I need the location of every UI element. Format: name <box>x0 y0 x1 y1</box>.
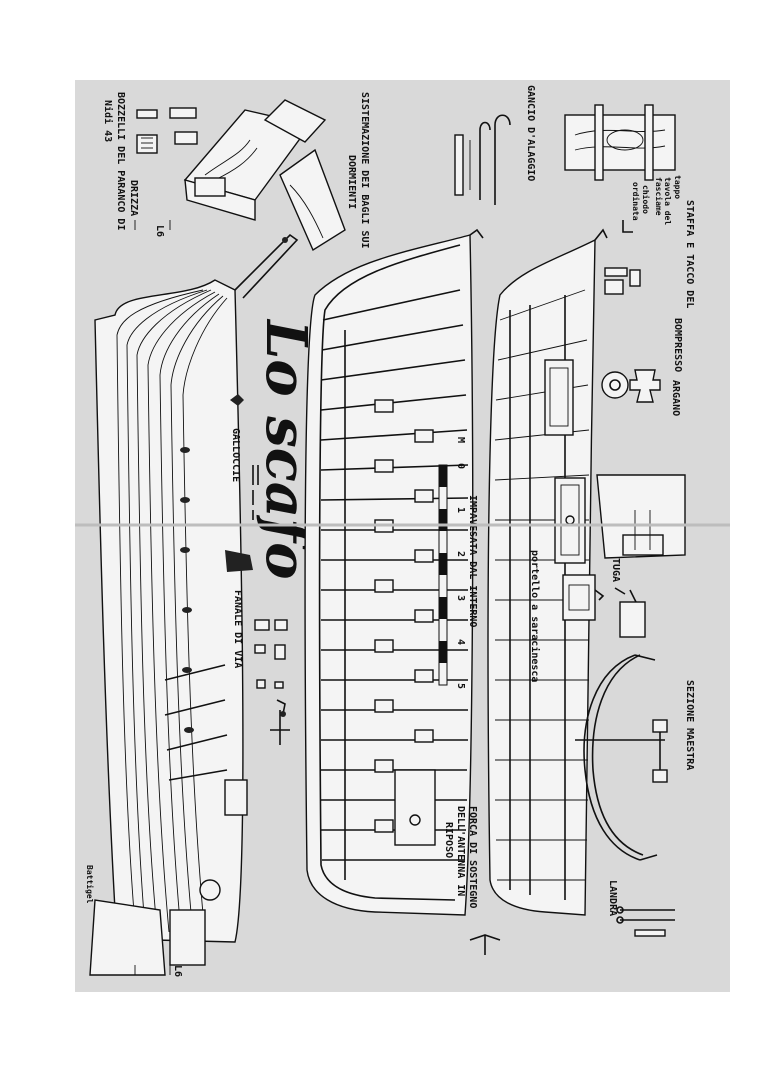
scale-tick-4: 4 <box>455 639 466 645</box>
section-marker-bottom: L6 <box>134 965 183 977</box>
ordinata-label: ordinata <box>631 182 641 221</box>
yoke-support-detail <box>469 934 501 955</box>
drizza-label: DRIZZA <box>128 180 139 216</box>
dormienti-label: DORMIENTI <box>346 155 357 209</box>
impavesata-label: IMPAVESATA DAL INTERNO <box>467 495 478 627</box>
chainplate-detail <box>616 906 675 937</box>
small-hatch-detail <box>544 359 574 436</box>
sezione-label: SEZIONE MAESTRA <box>684 680 695 770</box>
argano-label: ARGANO <box>670 380 681 416</box>
chiodo-label: chiodo <box>641 185 651 214</box>
l6-bottom-label: L6 <box>172 965 183 977</box>
tuga-label: TUGA <box>610 558 621 582</box>
scale-tick-0: 0 <box>455 463 466 469</box>
block-pulleys-detail <box>136 107 198 154</box>
hull-interior-view <box>304 228 484 916</box>
scale-unit-label: M <box>455 437 466 443</box>
portello-label: portello a saracinesca <box>529 550 541 682</box>
scale-tick-5: 5 <box>455 683 466 689</box>
l6-top-label: L6 <box>154 225 165 237</box>
forca-label: FORCA DI SOSTEGNO <box>467 806 478 908</box>
antenna-label: DELL'ANTENNA IN <box>455 806 466 896</box>
navigation-light-detail <box>254 619 290 745</box>
scale-tick-3: 3 <box>455 595 466 601</box>
bowsprit-strap-detail <box>564 104 676 233</box>
staffa-label: STAFFA E TACCO DEL <box>684 200 695 308</box>
beam-joinery-detail <box>183 99 346 252</box>
page-ref-label: Nidi 43 <box>102 100 114 142</box>
deckhouse-detail <box>594 474 686 638</box>
sistemazione-label: SISTEMAZIONE DEI BAGLI SUI <box>359 92 370 249</box>
tavola-label: tavola del <box>663 177 672 225</box>
fanale-label: FANALE DI VIA <box>232 590 243 668</box>
scale-tick-2: 2 <box>455 551 466 557</box>
plan-sheet: L6 L6 Nidi 43 BOZZELLI DEL PARANCO DI DR… <box>75 80 730 992</box>
riposo-label: RIPOSO <box>443 822 454 858</box>
hull-deck-plan <box>487 228 608 916</box>
signature-label: Battigel <box>85 865 95 904</box>
capstan-detail <box>601 369 661 403</box>
fasciame-label: fasciame <box>654 177 664 216</box>
strap-plates <box>604 267 641 295</box>
tappo-label: tappo <box>673 175 682 199</box>
landra-label: LANDRA <box>607 880 618 916</box>
scale-bar <box>438 464 448 686</box>
ship-plan-drawing: L6 L6 Nidi 43 BOZZELLI DEL PARANCO DI DR… <box>75 85 730 977</box>
bozzelli-label: BOZZELLI DEL PARANCO DI <box>115 92 126 230</box>
section-marker-top: L6 <box>134 220 171 237</box>
sliding-hatch-detail <box>554 477 596 621</box>
bompresso-label: BOMPRESSO <box>672 318 683 372</box>
scale-tick-1: 1 <box>455 507 466 513</box>
gallocce-label: GALLOCCIE <box>230 428 241 482</box>
gancio-label: GANCIO D'ALAGGIO <box>525 85 536 181</box>
hull-outer-view <box>89 233 299 976</box>
cleat-marks <box>252 465 259 520</box>
midship-section-detail <box>575 654 668 861</box>
hauling-hook-detail <box>454 114 511 205</box>
